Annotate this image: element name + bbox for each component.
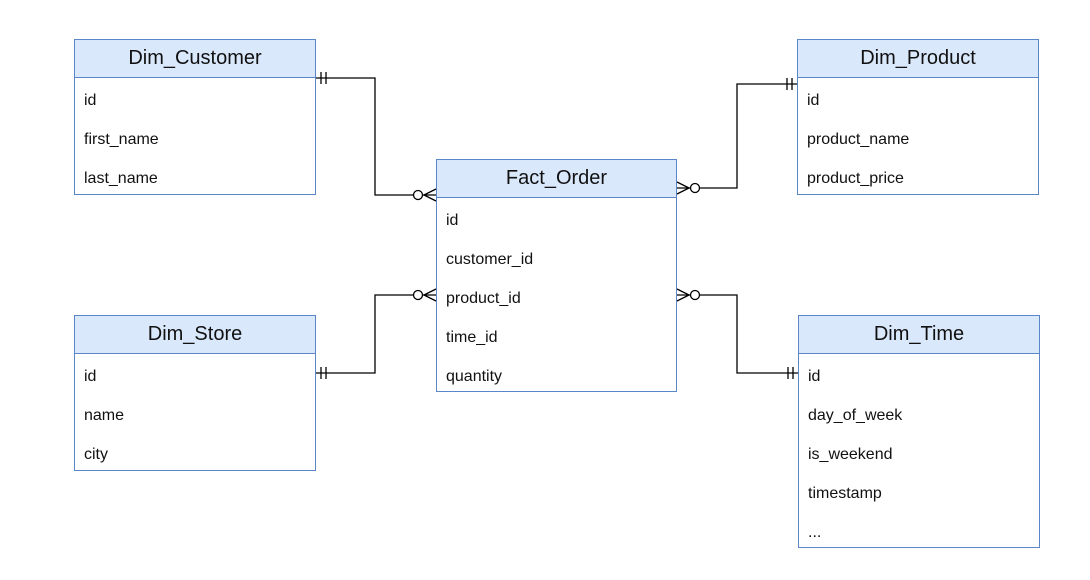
crow-foot-mark xyxy=(423,188,437,196)
field-id: id xyxy=(808,368,821,385)
field-product-id: product_id xyxy=(446,290,521,307)
relationship-store-order[interactable] xyxy=(316,288,437,379)
crow-foot-mark xyxy=(676,187,690,195)
field-is-weekend: is_weekend xyxy=(808,446,893,463)
zero-mark xyxy=(689,289,701,301)
field-day-of-week: day_of_week xyxy=(808,407,903,424)
relationship-customer-order[interactable] xyxy=(316,72,437,202)
entity-fact-order[interactable]: Fact_Order id customer_id product_id tim… xyxy=(436,159,677,392)
entity-dim-time[interactable]: Dim_Time id day_of_week is_weekend times… xyxy=(798,315,1040,548)
entity-dim-product[interactable]: Dim_Product id product_name product_pric… xyxy=(797,39,1039,195)
entity-dim-store[interactable]: Dim_Store id name city xyxy=(74,315,316,471)
crow-foot-mark xyxy=(676,181,690,189)
field-time-id: time_id xyxy=(446,329,498,346)
field-name: name xyxy=(84,407,125,424)
zero-mark xyxy=(689,182,701,194)
crow-foot-mark xyxy=(423,194,437,202)
connector-line xyxy=(316,77,436,196)
entity-title: Dim_Customer xyxy=(75,40,315,78)
relationship-product-order[interactable] xyxy=(676,78,797,195)
entity-title: Dim_Product xyxy=(798,40,1038,78)
entity-title: Fact_Order xyxy=(437,160,676,198)
field-timestamp: timestamp xyxy=(808,485,882,502)
field-more: ... xyxy=(808,524,822,541)
zero-mark xyxy=(412,289,424,301)
crow-foot-mark xyxy=(423,288,437,296)
connector-line xyxy=(316,294,436,374)
field-customer-id: customer_id xyxy=(446,251,534,268)
field-id: id xyxy=(446,212,459,229)
field-first-name: first_name xyxy=(84,131,159,148)
field-id: id xyxy=(807,92,820,109)
field-product-name: product_name xyxy=(807,131,910,148)
entity-title: Dim_Time xyxy=(799,316,1039,354)
connector-line xyxy=(677,83,797,189)
entity-dim-customer[interactable]: Dim_Customer id first_name last_name xyxy=(74,39,316,195)
crow-foot-mark xyxy=(676,294,690,302)
field-id: id xyxy=(84,368,97,385)
field-id: id xyxy=(84,92,97,109)
entity-title: Dim_Store xyxy=(75,316,315,354)
zero-mark xyxy=(412,189,424,201)
relationship-time-order[interactable] xyxy=(676,288,798,379)
crow-foot-mark xyxy=(676,288,690,296)
field-city: city xyxy=(84,446,108,463)
field-last-name: last_name xyxy=(84,170,158,187)
field-quantity: quantity xyxy=(446,368,503,385)
connector-line xyxy=(677,294,798,374)
field-product-price: product_price xyxy=(807,170,904,187)
crow-foot-mark xyxy=(423,294,437,302)
